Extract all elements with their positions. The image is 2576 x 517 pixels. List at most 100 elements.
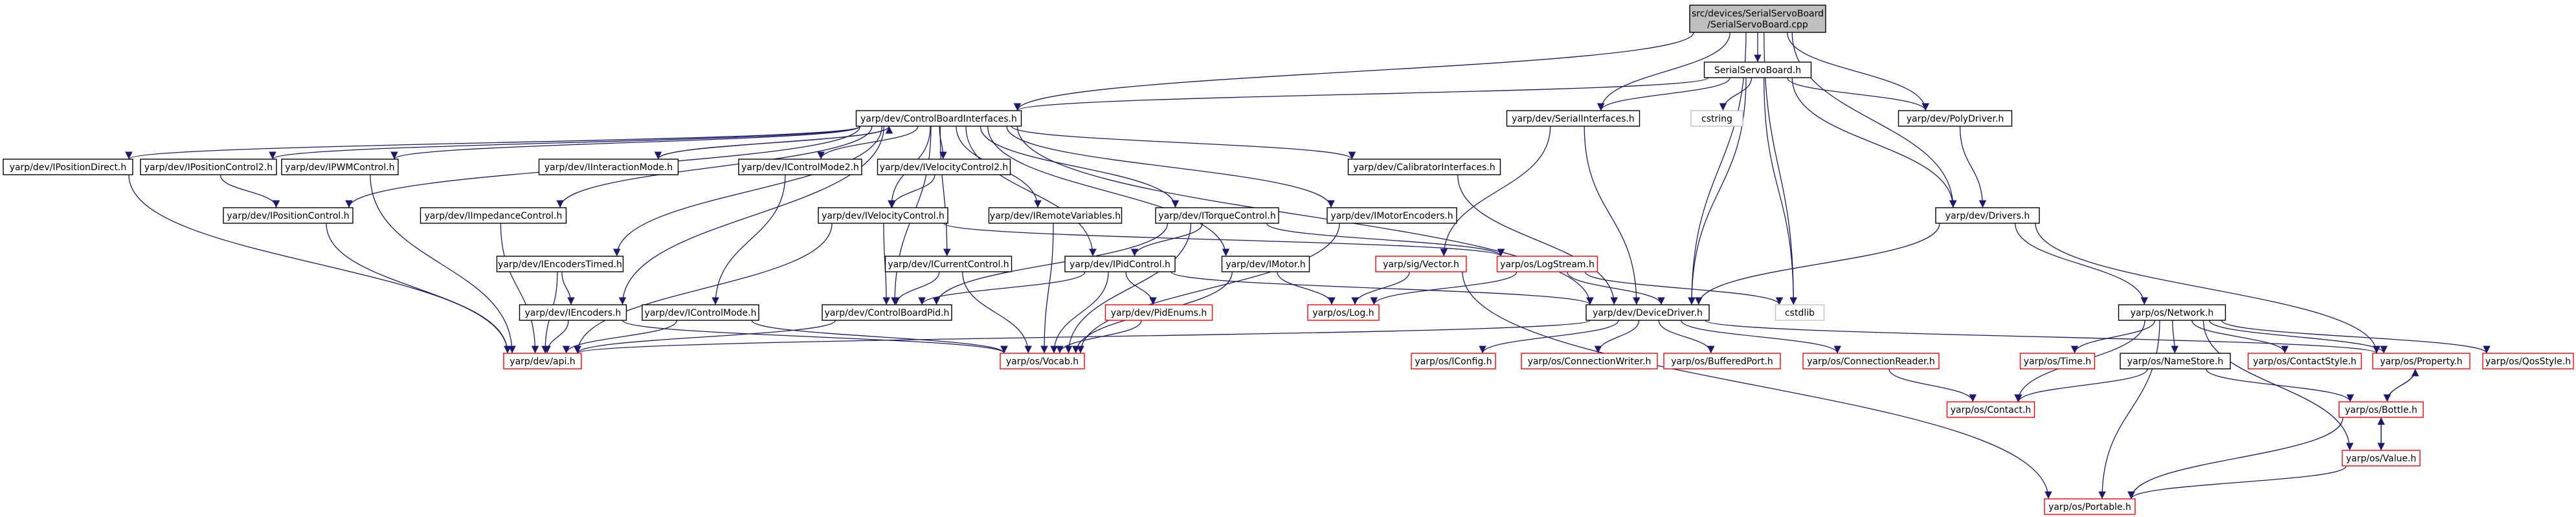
node-cstdlib: cstdlib: [1775, 304, 1825, 321]
node-iimp[interactable]: yarp/dev/IImpedanceControl.h: [420, 207, 567, 224]
node-label-ienc: yarp/dev/IEncoders.h: [525, 308, 622, 318]
node-box-ipc: [223, 207, 353, 224]
node-box-namestore: [2120, 353, 2231, 369]
node-qosstyle[interactable]: yarp/os/QosStyle.h: [2482, 353, 2574, 369]
edge-imenc-to-vocab: [1077, 223, 1340, 354]
edge-root-to-cstdlib: [1764, 32, 1798, 305]
edge-ssb_h-to-cstdio: [1688, 77, 1747, 305]
node-label-icm2: yarp/dev/IControlMode2.h: [741, 162, 859, 173]
node-box-iremote: [988, 207, 1123, 224]
node-box-api: [503, 353, 582, 369]
node-label-icurrent: yarp/dev/ICurrentControl.h: [888, 259, 1009, 270]
node-label-iconfig: yarp/os/IConfig.h: [1415, 357, 1492, 367]
node-contact[interactable]: yarp/os/Contact.h: [1946, 401, 2035, 418]
edge-ipwm-to-api: [370, 174, 516, 354]
node-value[interactable]: yarp/os/Value.h: [2342, 450, 2421, 467]
node-ipc[interactable]: yarp/dev/IPositionControl.h: [223, 207, 353, 224]
node-label-pidenums: yarp/dev/PidEnums.h: [1111, 308, 1207, 318]
edge-cbi-to-ipdirect: [125, 126, 861, 160]
node-polydriver[interactable]: yarp/dev/PolyDriver.h: [1898, 110, 2013, 127]
node-api[interactable]: yarp/dev/api.h: [503, 353, 582, 369]
node-box-cbpid: [822, 304, 952, 321]
edge-bottle-to-portable: [2127, 417, 2344, 500]
node-serialif[interactable]: yarp/dev/SerialInterfaces.h: [1506, 110, 1641, 127]
edge-ipid-to-cbpid: [918, 271, 1086, 305]
edge-cbi-to-itorque: [980, 126, 1180, 208]
node-vocab[interactable]: yarp/os/Vocab.h: [1000, 353, 1085, 369]
node-namestore[interactable]: yarp/os/NameStore.h: [2120, 353, 2231, 369]
node-icurrent[interactable]: yarp/dev/ICurrentControl.h: [884, 256, 1013, 272]
node-ipid[interactable]: yarp/dev/IPidControl.h: [1064, 256, 1176, 272]
node-icm2[interactable]: yarp/dev/IControlMode2.h: [738, 159, 862, 175]
edge-icm2-to-icm: [711, 174, 786, 305]
node-log[interactable]: yarp/os/Log.h: [1307, 304, 1380, 321]
edge-ivc-to-logstream: [943, 223, 1505, 257]
node-connreader[interactable]: yarp/os/ConnectionReader.h: [1802, 353, 1940, 369]
node-connwriter[interactable]: yarp/os/ConnectionWriter.h: [1521, 353, 1658, 369]
edge-itorque-to-logstream: [1266, 223, 1505, 257]
node-box-logstream: [1496, 256, 1598, 272]
node-ssb_h[interactable]: SerialServoBoard.h: [1703, 61, 1812, 78]
node-calib[interactable]: yarp/dev/CalibratorInterfaces.h: [1347, 159, 1501, 175]
node-label-time: yarp/os/Time.h: [2024, 357, 2091, 367]
node-iremote[interactable]: yarp/dev/IRemoteVariables.h: [988, 207, 1123, 224]
node-box-serialif: [1506, 110, 1641, 127]
node-box-drivers: [1935, 207, 2040, 224]
node-imotor[interactable]: yarp/dev/IMotor.h: [1221, 256, 1310, 272]
edge-icurrent-to-vocab: [962, 271, 1033, 354]
edge-cbi-to-calib: [1011, 126, 1356, 160]
node-ienc[interactable]: yarp/dev/IEncoders.h: [519, 304, 627, 321]
edge-cbi-to-icm2: [817, 126, 919, 160]
node-label-ienct: yarp/dev/IEncodersTimed.h: [498, 259, 622, 270]
node-devdriver[interactable]: yarp/dev/DeviceDriver.h: [1585, 304, 1710, 321]
node-portable[interactable]: yarp/os/Portable.h: [2044, 498, 2136, 515]
node-drivers[interactable]: yarp/dev/Drivers.h: [1935, 207, 2040, 224]
node-label-api: yarp/dev/api.h: [510, 357, 575, 367]
node-box-network: [2118, 304, 2226, 321]
node-label-iinter: yarp/dev/IInteractionMode.h: [544, 162, 673, 173]
node-bufport[interactable]: yarp/os/BufferedPort.h: [1663, 353, 1781, 369]
node-label-connwriter: yarp/os/ConnectionWriter.h: [1528, 357, 1652, 367]
node-icm[interactable]: yarp/dev/IControlMode.h: [642, 304, 759, 321]
edges-layer: [125, 32, 2491, 500]
node-itorque[interactable]: yarp/dev/ITorqueControl.h: [1155, 207, 1279, 224]
node-label-ssb_h: SerialServoBoard.h: [1714, 65, 1801, 76]
node-box-pidenums: [1104, 304, 1213, 321]
node-ipc2[interactable]: yarp/dev/IPositionControl2.h: [140, 159, 277, 175]
node-label-connreader: yarp/os/ConnectionReader.h: [1807, 357, 1935, 367]
node-logstream[interactable]: yarp/os/LogStream.h: [1496, 256, 1598, 272]
node-network[interactable]: yarp/os/Network.h: [2118, 304, 2226, 321]
node-contactstyle[interactable]: yarp/os/ContactStyle.h: [2247, 353, 2362, 369]
node-label-ipid: yarp/dev/IPidControl.h: [1070, 259, 1170, 270]
node-box-iinter: [538, 159, 679, 175]
node-ipdirect[interactable]: yarp/dev/IPositionDirect.h: [3, 159, 133, 175]
node-label-contact: yarp/os/Contact.h: [1951, 405, 2032, 415]
node-iconfig[interactable]: yarp/os/IConfig.h: [1411, 353, 1496, 369]
node-iinter[interactable]: yarp/dev/IInteractionMode.h: [538, 159, 679, 175]
node-imenc[interactable]: yarp/dev/IMotorEncoders.h: [1327, 207, 1457, 224]
node-box-itorque: [1155, 207, 1279, 224]
node-cbi[interactable]: yarp/dev/ControlBoardInterfaces.h: [855, 110, 1022, 127]
node-ipwm[interactable]: yarp/dev/IPWMControl.h: [281, 159, 399, 175]
node-label-serialif: yarp/dev/SerialInterfaces.h: [1512, 114, 1635, 124]
edge-ssb_h-to-cstdlib: [1764, 77, 1798, 305]
node-box-cstring: [1690, 110, 1743, 127]
node-vector[interactable]: yarp/sig/Vector.h: [1375, 256, 1467, 272]
node-box-ipwm: [281, 159, 399, 175]
node-bottle[interactable]: yarp/os/Bottle.h: [2338, 401, 2424, 418]
edge-cbi-to-ienc: [618, 126, 884, 305]
node-box-icm2: [738, 159, 862, 175]
edge-network-to-time: [2070, 320, 2156, 354]
edge-devdriver-to-iconfig: [1479, 320, 1619, 354]
node-cbpid[interactable]: yarp/dev/ControlBoardPid.h: [822, 304, 952, 321]
node-box-imenc: [1327, 207, 1457, 224]
node-pidenums[interactable]: yarp/dev/PidEnums.h: [1104, 304, 1213, 321]
node-ienct[interactable]: yarp/dev/IEncodersTimed.h: [496, 256, 624, 272]
node-property[interactable]: yarp/os/Property.h: [2372, 353, 2470, 369]
node-ivc[interactable]: yarp/dev/IVelocityControl.h: [818, 207, 948, 224]
node-box-contact: [1946, 401, 2035, 418]
node-label-imotor: yarp/dev/IMotor.h: [1226, 259, 1305, 270]
node-ivc2[interactable]: yarp/dev/IVelocityControl2.h: [877, 159, 1011, 175]
edge-bottle-to-property: [2386, 368, 2419, 402]
node-time[interactable]: yarp/os/Time.h: [2019, 353, 2096, 369]
